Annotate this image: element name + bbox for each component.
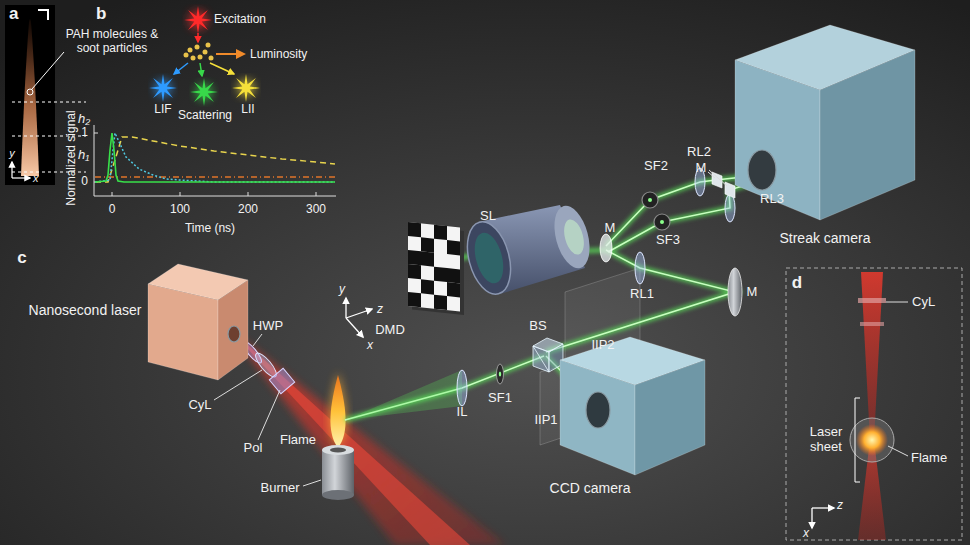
laser-box: Nanosecond laser xyxy=(148,262,248,382)
tick-label: 0 xyxy=(81,175,88,189)
component-label: CyL xyxy=(912,295,935,310)
component-label: IL xyxy=(457,405,468,420)
process-label: Excitation xyxy=(214,13,266,27)
axis-label: x xyxy=(367,339,373,353)
axis-label: z xyxy=(377,303,383,317)
box-outline xyxy=(730,20,920,220)
component-label: RL1 xyxy=(630,287,654,302)
box-face xyxy=(560,360,635,475)
component-name: Streak camera xyxy=(730,230,920,246)
axis-label: y xyxy=(9,147,15,160)
component-label: RL3 xyxy=(760,192,784,207)
component-label: SF3 xyxy=(656,233,680,248)
box-face xyxy=(735,60,820,220)
signal-plot xyxy=(94,125,336,196)
top-view xyxy=(786,268,962,540)
ccd-camera: CCD camera xyxy=(560,335,710,480)
scan-lens xyxy=(460,202,596,299)
component-label: Laser sheet xyxy=(801,425,851,455)
tick-label: 100 xyxy=(170,203,190,217)
box-face xyxy=(148,284,218,380)
box-face xyxy=(635,360,705,475)
flame-and-burner xyxy=(322,372,354,500)
component-label: M xyxy=(747,285,758,300)
panel-letter: a xyxy=(9,4,18,24)
particle-label: PAH molecules & soot particles xyxy=(60,28,164,56)
box-face xyxy=(218,280,248,380)
component-label: HWP xyxy=(253,319,283,334)
process-label: LIF xyxy=(154,103,171,117)
panel-letter: c xyxy=(17,248,26,268)
component-label: Flame xyxy=(280,433,316,448)
height-label: h₂ xyxy=(78,112,90,127)
component-label: Pol xyxy=(244,441,263,456)
process-label: LII xyxy=(241,103,254,117)
component-label: Burner xyxy=(260,481,299,496)
streak-camera: Streak camera xyxy=(730,20,920,220)
component-label: RL2 xyxy=(687,145,711,160)
dmd-panel xyxy=(408,222,464,315)
axis-title: Normalized signal xyxy=(65,110,79,205)
component-label: M xyxy=(605,221,616,236)
panel-letter: b xyxy=(96,4,106,24)
component-label: BS xyxy=(529,319,546,334)
tick-label: 200 xyxy=(238,203,258,217)
process-label: Scattering xyxy=(178,109,232,123)
component-label: CyL xyxy=(188,398,211,413)
component-label: SL xyxy=(480,209,496,224)
component-name: CCD camera xyxy=(520,480,660,496)
axis-label: x xyxy=(803,527,809,541)
axis-label: y xyxy=(339,283,345,297)
axis-label: z xyxy=(837,499,843,513)
component-label: DMD xyxy=(375,323,405,338)
aperture xyxy=(748,150,776,190)
axes-c xyxy=(346,298,372,337)
height-label: h₁ xyxy=(78,148,89,163)
panel-letter: d xyxy=(792,273,802,293)
tick-label: 300 xyxy=(306,203,326,217)
box-outline xyxy=(148,262,248,382)
component-name: Nanosecond laser xyxy=(15,302,155,318)
process-label: Luminosity xyxy=(250,48,307,62)
axis-label: x xyxy=(33,172,39,185)
box-outline xyxy=(560,335,710,480)
component-label: SF2 xyxy=(644,159,668,174)
component-label: IIP2 xyxy=(591,338,614,353)
tick-label: 0 xyxy=(109,203,116,217)
component-label: IIP1 xyxy=(534,413,557,428)
component-label: M xyxy=(696,161,707,176)
tick-label: 1 xyxy=(81,126,88,140)
laser-beam xyxy=(214,330,505,545)
axis-title: Time (ns) xyxy=(185,222,235,236)
aperture xyxy=(586,392,610,428)
aperture xyxy=(228,326,240,342)
component-label: SF1 xyxy=(488,391,512,406)
box-face xyxy=(820,50,915,220)
component-label: Flame xyxy=(911,451,947,466)
